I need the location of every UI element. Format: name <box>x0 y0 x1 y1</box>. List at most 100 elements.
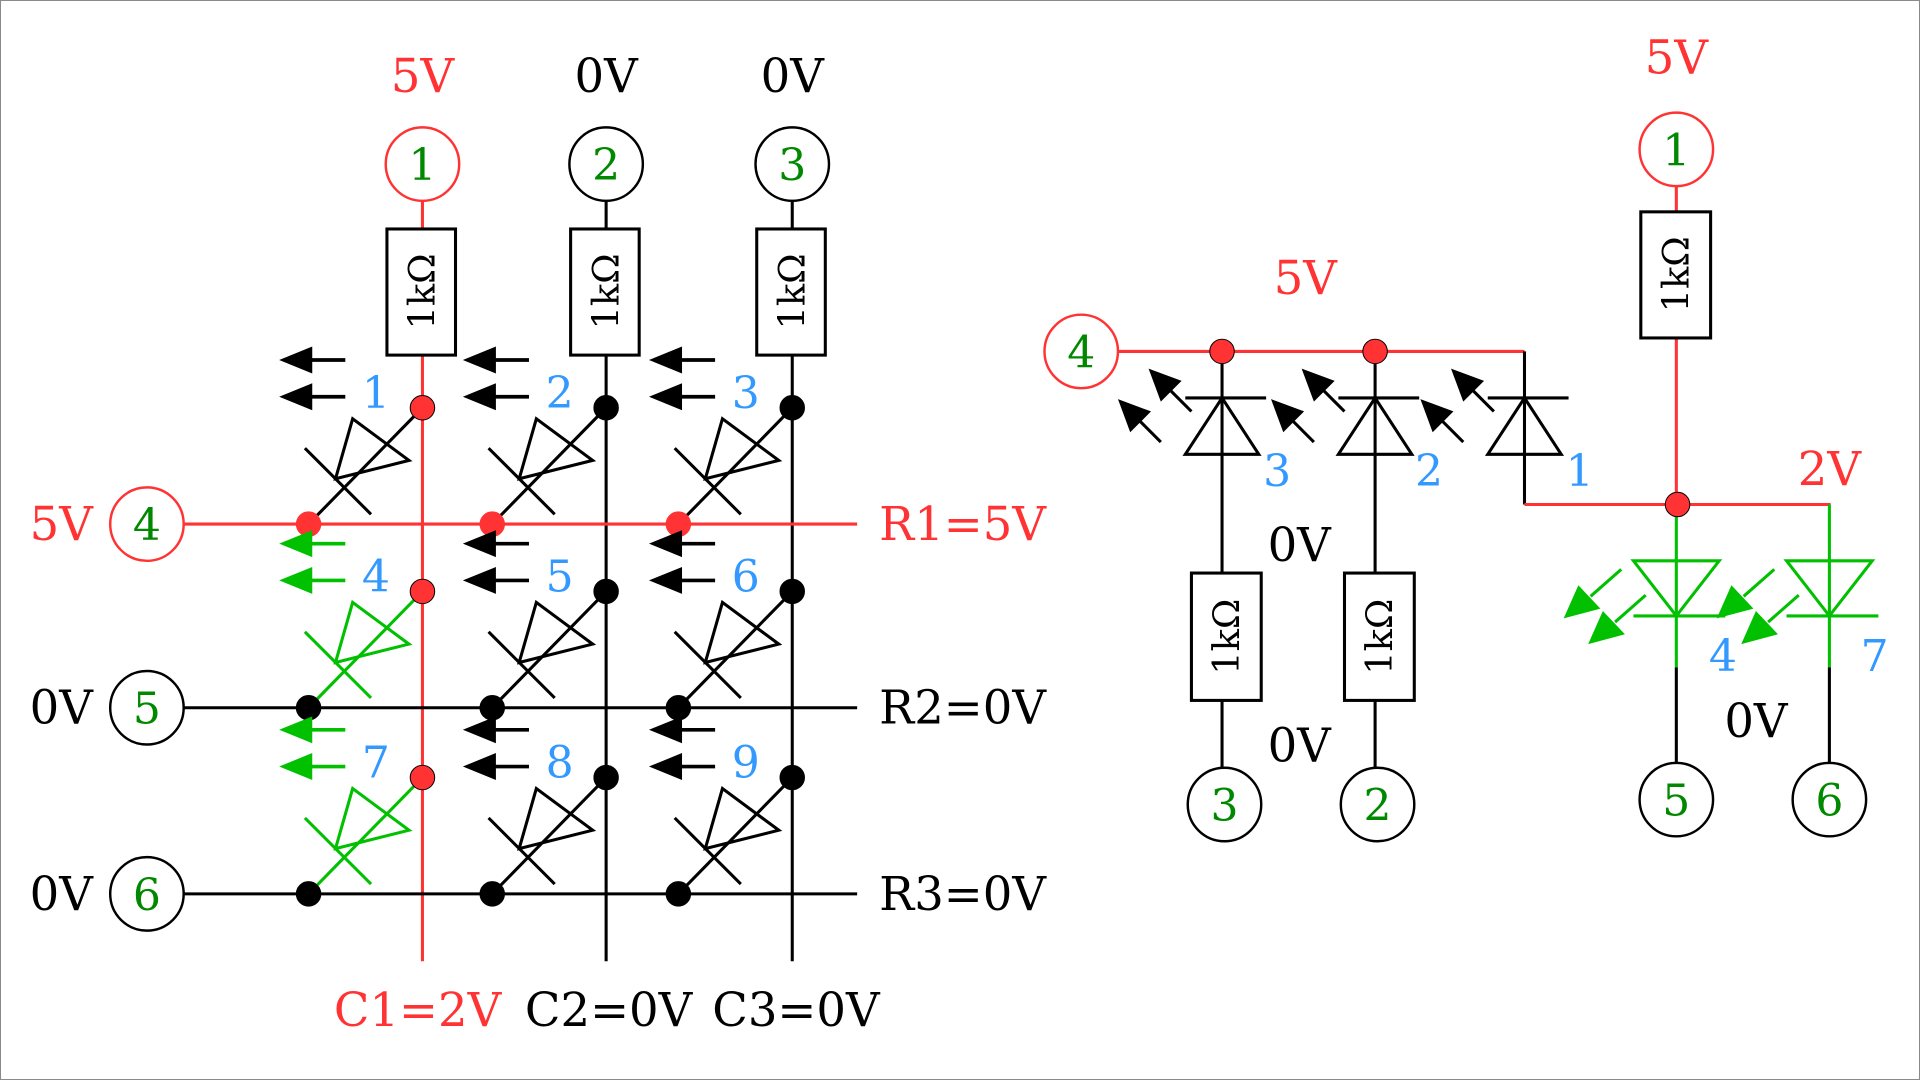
row-1-label: R1=5V <box>879 497 1047 551</box>
led-lead <box>677 590 794 709</box>
led-2: 2 <box>462 346 619 537</box>
led-cathode-bar <box>487 447 556 516</box>
emission-arrow-head <box>462 530 496 558</box>
emission-arrow-head <box>1716 585 1754 619</box>
led-triangle <box>516 786 597 851</box>
led-number: 7 <box>362 738 390 789</box>
led-4: 4 <box>279 530 436 721</box>
emission-arrow-head <box>279 346 313 374</box>
led-number: 8 <box>546 738 574 789</box>
led-1: 1 <box>279 346 436 537</box>
emission-arrow-head <box>1451 368 1485 402</box>
column-3-pin <box>754 126 831 203</box>
led-triangle <box>1335 395 1415 456</box>
emission-arrow-head <box>279 716 313 744</box>
pin-2 <box>1339 766 1416 843</box>
row-2-pin-number: 5 <box>133 684 161 735</box>
emission-arrow-head <box>279 383 313 411</box>
junction-dot <box>779 764 805 791</box>
junction-dot <box>779 578 805 605</box>
led-triangle <box>1783 559 1876 619</box>
pin-4 <box>1043 313 1120 390</box>
led-cathode-bar <box>303 816 373 886</box>
led-cathode-bar <box>673 816 742 886</box>
column-2-resistor <box>569 227 641 357</box>
led-7-number: 7 <box>1861 631 1889 682</box>
led-number: 1 <box>362 368 390 419</box>
led-lead <box>307 776 424 895</box>
led-triangle <box>333 599 413 665</box>
column-3-pin-number: 3 <box>778 140 806 191</box>
emission-arrow-head <box>648 753 683 780</box>
column-3-resistor <box>755 227 827 357</box>
pin-1-resistor <box>1639 210 1713 340</box>
column-2-pin-number: 2 <box>592 140 620 191</box>
led3-resistor-value: 1kΩ <box>1205 599 1248 675</box>
column-1-pin <box>384 126 461 203</box>
equivalent-lit-led-4 <box>1563 559 1726 645</box>
row-3-pin-number: 6 <box>133 870 161 921</box>
emission-arrow-head <box>462 716 496 744</box>
column-1-resistor <box>385 227 458 357</box>
column-2-label: C2=0V <box>525 983 694 1037</box>
led-triangle <box>703 416 783 481</box>
led-number: 3 <box>732 368 760 419</box>
junction-dot <box>409 764 436 791</box>
junction-dot <box>593 764 619 791</box>
emission-arrow-head <box>1420 399 1454 433</box>
column-2-resistor-value: 1kΩ <box>584 253 627 329</box>
equivalent-led-3 <box>1117 368 1267 456</box>
row-1-pin <box>108 486 185 563</box>
pin-6-number: 6 <box>1815 776 1843 827</box>
pin-1 <box>1638 111 1715 188</box>
equivalent-leds <box>1117 368 1879 645</box>
led-1-number: 1 <box>1566 446 1594 497</box>
junction-dot <box>779 395 805 421</box>
led-lead <box>307 406 424 526</box>
led-triangle <box>1182 395 1262 456</box>
led-9: 9 <box>648 716 805 907</box>
led-number: 6 <box>732 551 760 602</box>
emission-arrow-head <box>462 566 496 594</box>
junction-dot <box>665 695 692 721</box>
emission-arrow-head <box>648 383 683 411</box>
led-2-number: 2 <box>1415 446 1443 497</box>
pin-6 <box>1791 761 1868 838</box>
junction-dot <box>593 395 619 421</box>
led-triangle <box>1484 395 1565 456</box>
led-cathode-bar <box>673 630 742 700</box>
bottom-voltage-label: 0V <box>1268 719 1333 773</box>
column-2-voltage: 0V <box>575 49 640 103</box>
row-3-pin <box>108 855 185 932</box>
equivalent-led-2 <box>1271 368 1420 456</box>
emission-arrow-head <box>648 346 683 374</box>
led-lead <box>677 406 794 526</box>
emission-arrow-head <box>279 530 313 558</box>
emission-arrow-shaft <box>1614 593 1647 624</box>
row-1-pin-number: 4 <box>133 500 161 551</box>
emission-arrow-head <box>1741 611 1778 645</box>
emission-arrow-head <box>648 566 683 594</box>
emission-arrow-head <box>1148 368 1182 402</box>
junction-dot <box>295 881 322 907</box>
equivalent-circuit: 4 5V 5V 1 1kΩ 1kΩ 1kΩ 3 2 5 6 0V 0V 2V 0… <box>1043 30 1889 843</box>
junction-dot <box>1209 338 1235 365</box>
led-lead <box>677 776 794 895</box>
pin-4-number: 4 <box>1067 327 1095 378</box>
led3-resistor <box>1189 571 1263 702</box>
led-cathode-bar <box>303 630 373 700</box>
emission-arrow-head <box>462 753 496 780</box>
column-3-label: C3=0V <box>712 983 881 1037</box>
column-1-resistor-value: 1kΩ <box>401 253 444 329</box>
junction-dot <box>479 881 505 907</box>
led-number: 2 <box>546 368 574 419</box>
led2-resistor-value: 1kΩ <box>1358 599 1401 675</box>
junction-dot <box>409 395 436 421</box>
emission-arrow-head <box>1301 368 1335 402</box>
row-3-voltage: 0V <box>30 867 95 921</box>
lit-leds-voltage-label: 0V <box>1724 694 1789 748</box>
led-cathode-bar <box>487 816 556 886</box>
